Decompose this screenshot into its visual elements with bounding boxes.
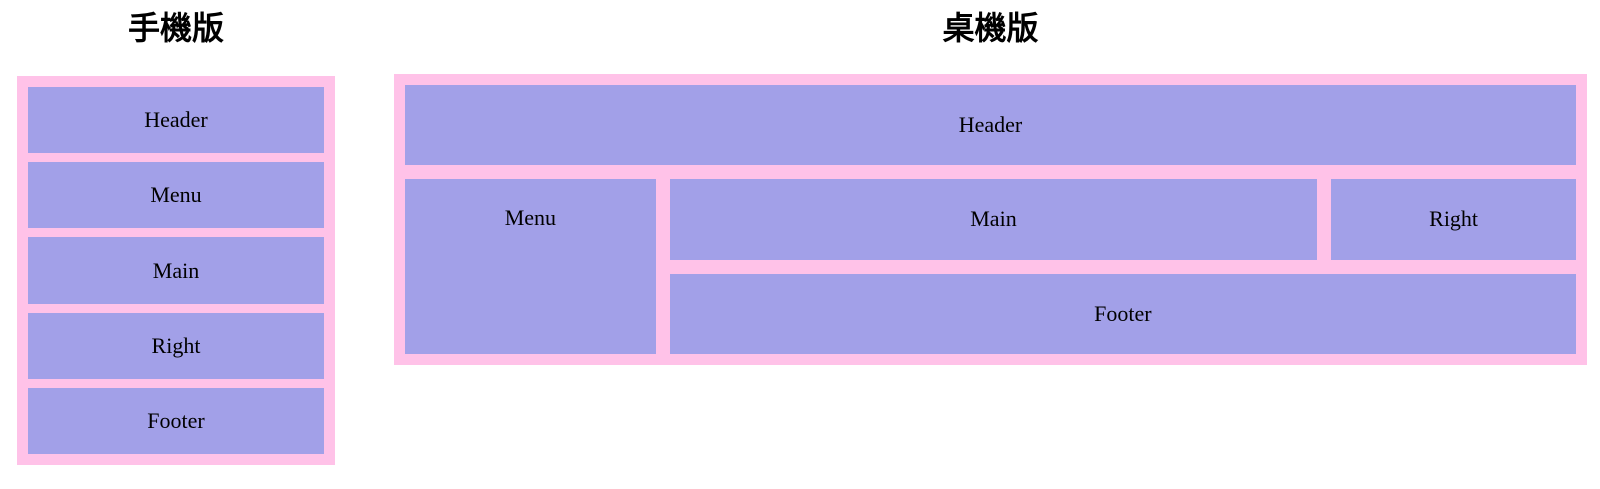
mobile-title: 手機版	[127, 10, 224, 46]
mobile-header-box: Header	[28, 87, 324, 154]
mobile-main-box: Main	[28, 237, 324, 304]
mobile-right-box: Right	[28, 312, 324, 379]
desktop-footer-box: Footer	[669, 273, 1576, 354]
desktop-title: 桌機版	[942, 10, 1039, 46]
desktop-header-box: Header	[405, 85, 1576, 166]
desktop-container: Header Menu Main Right Footer	[394, 74, 1587, 365]
mobile-menu-box: Menu	[28, 162, 324, 229]
desktop-menu-box: Menu	[405, 179, 656, 354]
desktop-right-box: Right	[1331, 179, 1576, 260]
mobile-container: Header Menu Main Right Footer	[17, 76, 335, 465]
mobile-footer-box: Footer	[28, 387, 324, 455]
desktop-main-box: Main	[669, 179, 1318, 260]
